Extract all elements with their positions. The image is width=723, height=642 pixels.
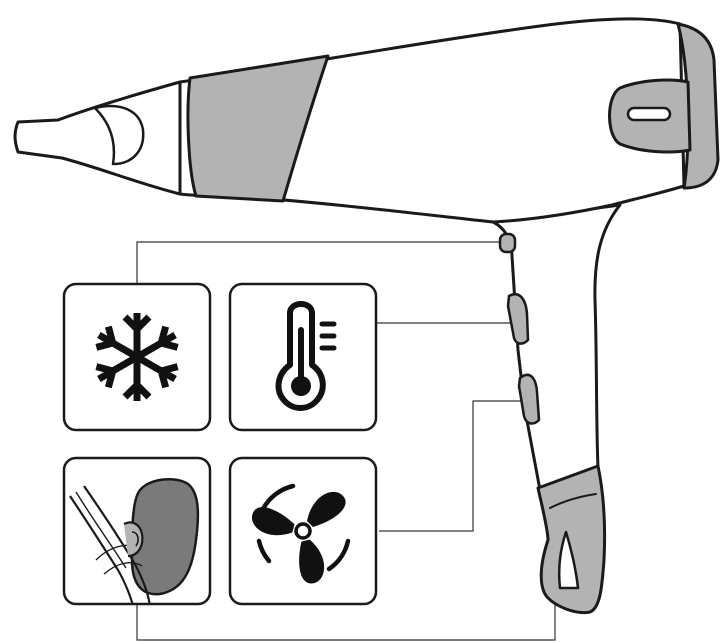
cool-shot-button[interactable] [498, 232, 517, 254]
rear-grille-slot [626, 106, 672, 122]
hanging-loop[interactable] [536, 464, 607, 615]
nozzle-vent [93, 104, 145, 166]
hanging-loop-callout-line [136, 602, 556, 641]
callout-lines [136, 241, 556, 641]
speed-setting-switch[interactable] [517, 373, 541, 425]
fan-speed-icon-box [228, 456, 378, 606]
snowflake-icon [95, 313, 179, 401]
hanging-loop-icon-box [62, 456, 212, 606]
fan-icon [252, 483, 351, 584]
thermometer-icon [275, 301, 337, 411]
hanging-loop-opening [558, 530, 580, 590]
hair-dryer [13, 17, 720, 615]
fan-speed-callout-line [379, 400, 524, 532]
handle-base-line [549, 493, 597, 509]
cool-shot-icon-box [62, 282, 212, 432]
barrel-gray-band [186, 54, 330, 203]
dryer-nozzle [13, 80, 182, 196]
heat-setting-switch[interactable] [506, 293, 530, 345]
hanging-loop-icon [69, 477, 200, 603]
cool-shot-callout-line [136, 241, 503, 284]
temperature-icon-box [228, 282, 378, 432]
